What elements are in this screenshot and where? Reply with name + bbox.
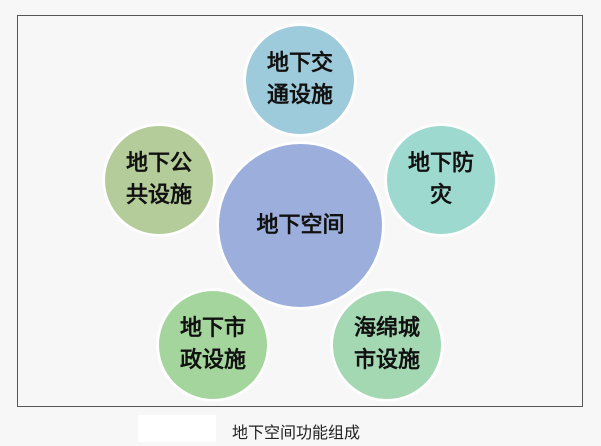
center-node-label: 地下空间: [256, 212, 345, 238]
node-label-line: 灾: [429, 183, 452, 208]
node-underground-public-facilities: 地下公 共设施: [103, 124, 215, 236]
node-underground-transport: 地下交 通设施: [244, 24, 356, 136]
node-underground-municipal-facilities: 地下市 政设施: [157, 289, 269, 401]
caption-placeholder-box: [138, 415, 216, 442]
node-label-line: 地下防: [407, 151, 474, 177]
node-label-line: 地下交: [266, 51, 333, 77]
node-label-line: 地下市: [179, 316, 246, 342]
node-sponge-city-facilities: 海绵城 市设施: [331, 289, 443, 401]
figure-caption: 地下空间功能组成: [232, 423, 361, 442]
node-label-line: 政设施: [179, 348, 246, 373]
node-label-line: 共设施: [125, 183, 192, 208]
center-node-underground-space: 地下空间: [217, 142, 384, 309]
node-underground-disaster-prevention: 地下防 灾: [385, 124, 497, 236]
node-label-line: 海绵城: [353, 316, 420, 342]
node-label-line: 地下公: [125, 151, 192, 177]
node-label-line: 市设施: [353, 348, 420, 373]
node-label-line: 通设施: [266, 83, 333, 108]
